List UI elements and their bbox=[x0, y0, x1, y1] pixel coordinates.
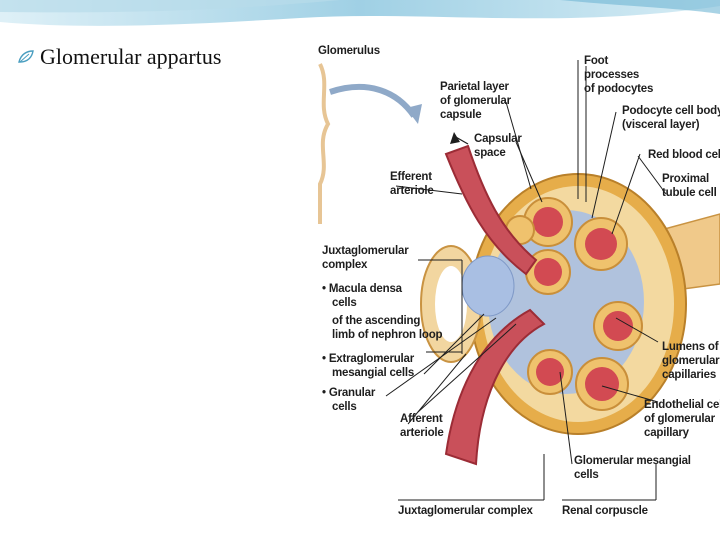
tubule-lumen bbox=[435, 266, 467, 342]
label-macula-densa: • Macula densa cells of the ascending li… bbox=[322, 283, 443, 341]
label-renal-corpuscle: Renal corpuscle bbox=[562, 505, 648, 517]
leaf-bullet-icon bbox=[18, 50, 34, 63]
pointer-arrow-head bbox=[406, 104, 422, 124]
efferent-arteriole bbox=[444, 144, 538, 276]
label-proximal-tubule: Proximal tubule cell bbox=[662, 173, 717, 199]
bullet-text: Glomerular appartus bbox=[40, 44, 222, 69]
pointer-arrow bbox=[329, 83, 417, 118]
flow-arrow-head bbox=[450, 132, 460, 144]
label-granular-cells: • Granular cells bbox=[322, 387, 378, 413]
label-lumens: Lumens of glomerular capillaries bbox=[662, 341, 720, 381]
label-foot-processes: Foot processes of podocytes bbox=[584, 55, 653, 95]
label-endothelial: Endothelial cell of glomerular capillary bbox=[644, 399, 720, 439]
afferent-arteriole bbox=[444, 308, 546, 466]
leader-lines bbox=[385, 60, 667, 501]
bullet-item: Glomerular appartus bbox=[18, 42, 221, 72]
diagram-canvas: Glomerulus Parietal layer of glomerular … bbox=[318, 45, 720, 517]
capillary-loops bbox=[505, 197, 643, 411]
label-afferent-arteriole: Afferent arteriole bbox=[400, 413, 446, 439]
label-parietal-layer: Parietal layer of glomerular capsule bbox=[440, 81, 514, 121]
label-efferent-arteriole: Efferent arteriole bbox=[390, 171, 435, 197]
label-red-blood-cell: Red blood cell bbox=[648, 149, 720, 161]
label-bottom-jg-complex: Juxtaglomerular complex bbox=[398, 505, 534, 517]
header-swoosh-decoration bbox=[0, 0, 720, 26]
glomerulus-diagram: Glomerulus Parietal layer of glomerular … bbox=[316, 24, 720, 540]
extraglomerular-mesangium bbox=[461, 255, 515, 317]
label-podocyte: Podocyte cell body (visceral layer) bbox=[622, 105, 720, 131]
tubule-outline bbox=[318, 63, 331, 224]
label-capsular-space: Capsular space bbox=[474, 133, 525, 159]
label-extraglomerular: • Extraglomerular mesangial cells bbox=[322, 353, 417, 379]
label-jg-complex: Juxtaglomerular complex bbox=[322, 245, 411, 271]
label-glomerular-mesangial: Glomerular mesangial cells bbox=[574, 455, 694, 481]
label-glomerulus: Glomerulus bbox=[318, 45, 380, 57]
